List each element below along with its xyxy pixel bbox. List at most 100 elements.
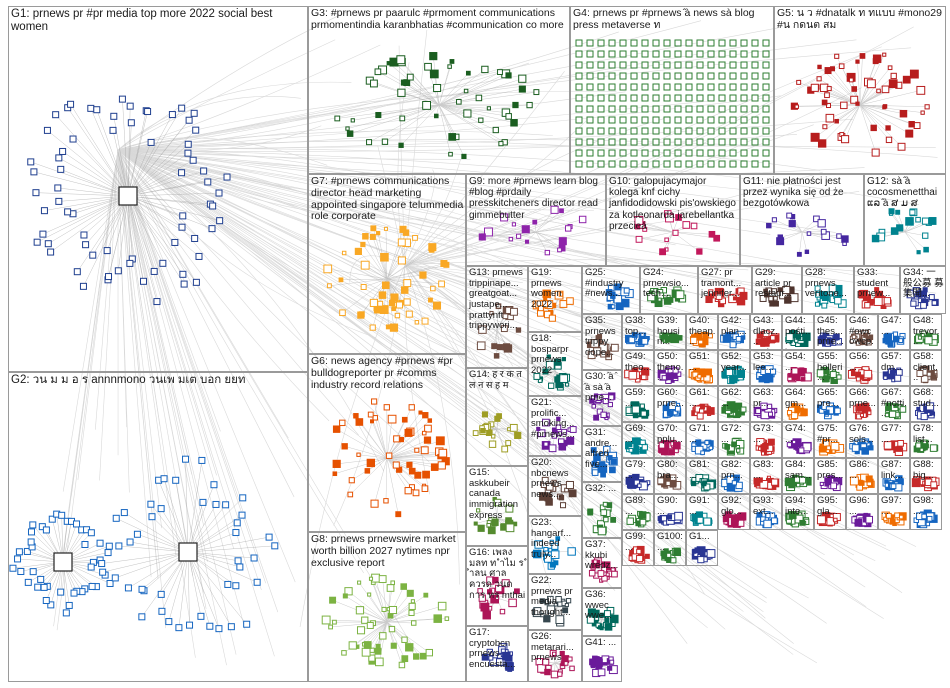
group-label: G3: #prnews pr paarulc #prmoment communi… [311,8,568,32]
group-g76: G76: sols... [846,422,878,458]
group-g78: G78: list... [910,422,942,458]
group-label: G14: ह र क त ल न स ह म [469,370,526,391]
group-label: G64: gm... [785,388,812,409]
group-label: G51: ... [689,352,716,373]
group-g54: G54: ... [782,350,814,386]
group-label: G43: dlacz... prok... [753,316,780,350]
group-label: G57: dm... [881,352,908,373]
group-g82: G82: prn... [718,458,750,494]
group-g53: G53: lee... [750,350,782,386]
group-g5: G5: น ว #dnatalk ท ทแบบ #mono29 #น กดนต … [774,6,946,174]
group-label: G58: client... [913,352,940,384]
group-g27: G27: pr tramont... jennifer... [698,266,752,314]
group-label: G67: #notti... [881,388,908,420]
group-label: G26: metarari... prnews [531,632,580,664]
group-g12: G12: sà ̂à cocosmenetthai ແລ ̂à ສ ມ ສ [864,174,946,266]
group-g70: G70: pplu... [654,422,686,458]
group-g58: G58: client... [910,350,942,386]
group-label: G68: stud... [913,388,940,409]
group-label: G22: prnews pr media thought... [531,576,580,619]
group-label: G25: #industry #news... [585,268,638,300]
group-g11: G11: nie płatności jest przez wynika się… [740,174,864,266]
group-label: G73: ... [753,424,780,445]
group-label: G1: prnews pr #pr media top more 2022 so… [11,8,306,34]
group-label: G45: thes... prne... [817,316,844,348]
group-label: G78: list... [913,424,940,445]
group-label: G23: hangarf... indeed truly... [531,518,580,561]
group-label: G81: ... [689,460,716,481]
group-label: G37: kkubi wredz... [585,540,620,572]
group-g73: G73: ... [750,422,782,458]
group-g21: G21: prolific... smoking... #prnews... [528,396,582,456]
group-g45: G45: thes... prne... [814,314,846,350]
group-g74: G74: ... [782,422,814,458]
group-label: G66: prne... [849,388,876,409]
group-g68: G68: stud... [910,386,942,422]
group-label: G28: prnews veritone... [805,268,852,300]
group-g64: G64: gm... [782,386,814,422]
group-label: G34: 一般公募 募集開... [903,268,944,300]
group-g51: G51: ... [686,350,718,386]
group-label: G11: nie płatności jest przez wynika się… [743,176,862,210]
group-label: G19: prnews women 2022 [531,268,580,311]
group-g56: G56: ... [846,350,878,386]
group-label: G48: trevor... [913,316,940,348]
group-label: G20: nbcnews prnews news... [531,458,580,501]
group-label: G6: news agency #prnews #pr bulldogrepor… [311,356,464,391]
group-label: G12: sà ̂à cocosmenetthai ແລ ̂à ສ ມ ສ [867,176,944,210]
group-g3: G3: #prnews pr paarulc #prmoment communi… [308,6,570,174]
group-label: G5: น ว #dnatalk ท ทแบบ #mono29 #น กดนต … [777,8,944,32]
group-label: G17: cryptobcn prnews encuesta... [469,628,526,671]
group-g31: G31: andre... alfred five... [582,426,622,482]
group-g63: G63: pr... [750,386,782,422]
group-g6: G6: news agency #prnews #pr bulldogrepor… [308,354,466,532]
group-g47: G47: ... [878,314,910,350]
group-g29: G29: article pr restaur... [752,266,802,314]
group-g17: G17: cryptobcn prnews encuesta... [466,626,528,682]
group-g36: G36: wwec wwe... [582,588,622,636]
group-g44: G44: pośti... impa... [782,314,814,350]
group-label: G15: askkubeir canada immigration expres… [469,468,526,521]
group-label: G42: plan... [721,316,748,337]
group-g67: G67: #notti... [878,386,910,422]
group-g61: G61: ... [686,386,718,422]
group-label: G53: lee... [753,352,780,373]
group-label: G35: prnews trippy dope... [585,316,620,359]
group-label: G8: prnews prnewswire market worth billi… [311,534,464,569]
group-label: G63: pr... [753,388,780,409]
group-label: G56: ... [849,352,876,373]
group-label: G16: เพลง มลท ท ำไม ร ำลน ศาล ควรด วนด ก… [469,548,526,601]
group-g72: G72: ... [718,422,750,458]
group-label: G70: pplu... [657,424,684,445]
group-label: G2: วน ม ม อ ร annnmono วนเพ มเต บอก ยยท [11,374,306,387]
group-label: G21: prolific... smoking... #prnews... [531,398,580,441]
group-g24: G24: prnewsio... tech... [640,266,698,314]
group-label: G69: ... [625,424,652,445]
group-g59: G59: ... [622,386,654,422]
group-label: G79: ... [625,460,652,481]
group-g65: G65: pre... [814,386,846,422]
group-g49: G49: theo... [622,350,654,386]
group-label: G55: holleri... [817,352,844,384]
group-label: G31: andre... alfred five... [585,428,620,471]
group-g71: G71: ... [686,422,718,458]
group-g4: G4: prnews pr #prnews ̂à news sà blog pr… [570,6,774,174]
group-g79: G79: ... [622,458,654,494]
group-g8: G8: prnews prnewswire market worth billi… [308,532,466,682]
group-g55: G55: holleri... [814,350,846,386]
group-g30: G30: ̂à ̂à sà ̂à prne... [582,370,622,426]
group-g25: G25: #industry #news... [582,266,640,314]
group-g41: G41: ... [582,636,622,682]
group-label: G50: theno... [657,352,684,384]
group-g23: G23: hangarf... indeed truly... [528,516,582,574]
group-label: G24: prnewsio... tech... [643,268,696,300]
group-label: G39: housin... [657,316,684,348]
group-g26: G26: metarari... prnews [528,630,582,682]
group-label: G49: theo... [625,352,652,373]
group-g15: G15: askkubeir canada immigration expres… [466,466,528,546]
group-label: G13: prnews trippinape... greatgoat... j… [469,268,526,332]
group-g80: G80: bra... [654,458,686,494]
group-label: G80: bra... [657,460,684,481]
group-g1: G1: prnews pr #pr media top more 2022 so… [8,6,308,372]
group-g34: G34: 一般公募 募集開... [900,266,946,314]
